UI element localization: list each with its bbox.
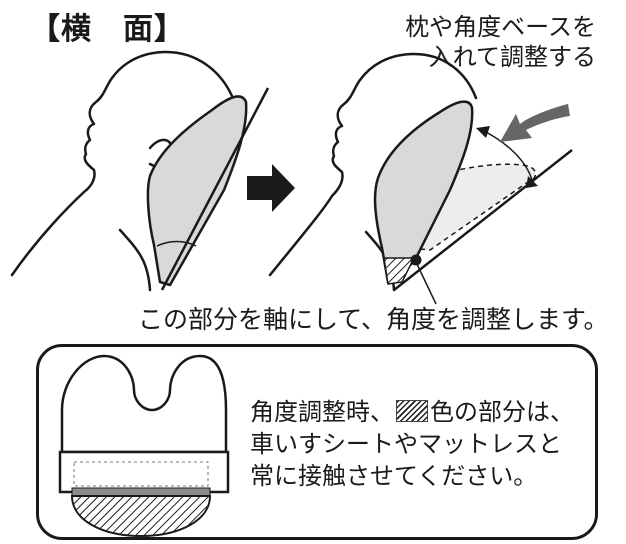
- instruction-line-1-start: 角度調整時、: [250, 398, 394, 426]
- instruction-line-3: 常に接触させてください。: [250, 462, 538, 490]
- angle-arc-arrowhead-bottom: [526, 176, 538, 188]
- cushion-right: [373, 100, 474, 284]
- right-arrow-icon: [247, 164, 295, 212]
- cushion-top-lobes: [60, 354, 228, 454]
- seat-back-line-right: [393, 149, 573, 291]
- adjust-note: 枕や角度ベースを 入れて調整する: [405, 12, 596, 72]
- instruction-box: [36, 344, 598, 540]
- instruction-line-1: 角度調整時、 色の部分は、: [250, 396, 574, 428]
- cushion-top-hatched-base: [70, 495, 212, 538]
- pivot-hatched-area: [383, 257, 416, 285]
- pivot-point: [410, 254, 422, 266]
- angle-arc: [481, 129, 533, 181]
- pivot-leader-line: [415, 261, 437, 305]
- adjust-note-line-2: 入れて調整する: [428, 43, 596, 71]
- cushion-top-band: [58, 450, 230, 494]
- seat-back-line-left: [160, 87, 270, 291]
- instruction-line-1-end: 色の部分は、: [430, 398, 574, 426]
- cushion-top-dashed-area: [73, 461, 209, 487]
- cushion-base-curve-left: [156, 240, 197, 247]
- cushion-left: [146, 95, 248, 287]
- adjust-note-line-1: 枕や角度ベースを: [405, 13, 596, 41]
- cushion-top-view: [58, 354, 230, 538]
- pivot-caption: この部分を軸にして、角度を調整します。: [138, 305, 609, 334]
- page-title: 【横 面】: [30, 12, 185, 47]
- curved-arrow-icon: [500, 104, 570, 142]
- instruction-line-2: 車いすシートやマットレスと: [250, 430, 562, 458]
- instruction-text: 角度調整時、 色の部分は、 車いすシートやマットレスと 常に接触させてください。: [250, 396, 574, 492]
- hatch-swatch-icon: [396, 400, 428, 422]
- angle-arc-arrowhead-top: [476, 126, 490, 138]
